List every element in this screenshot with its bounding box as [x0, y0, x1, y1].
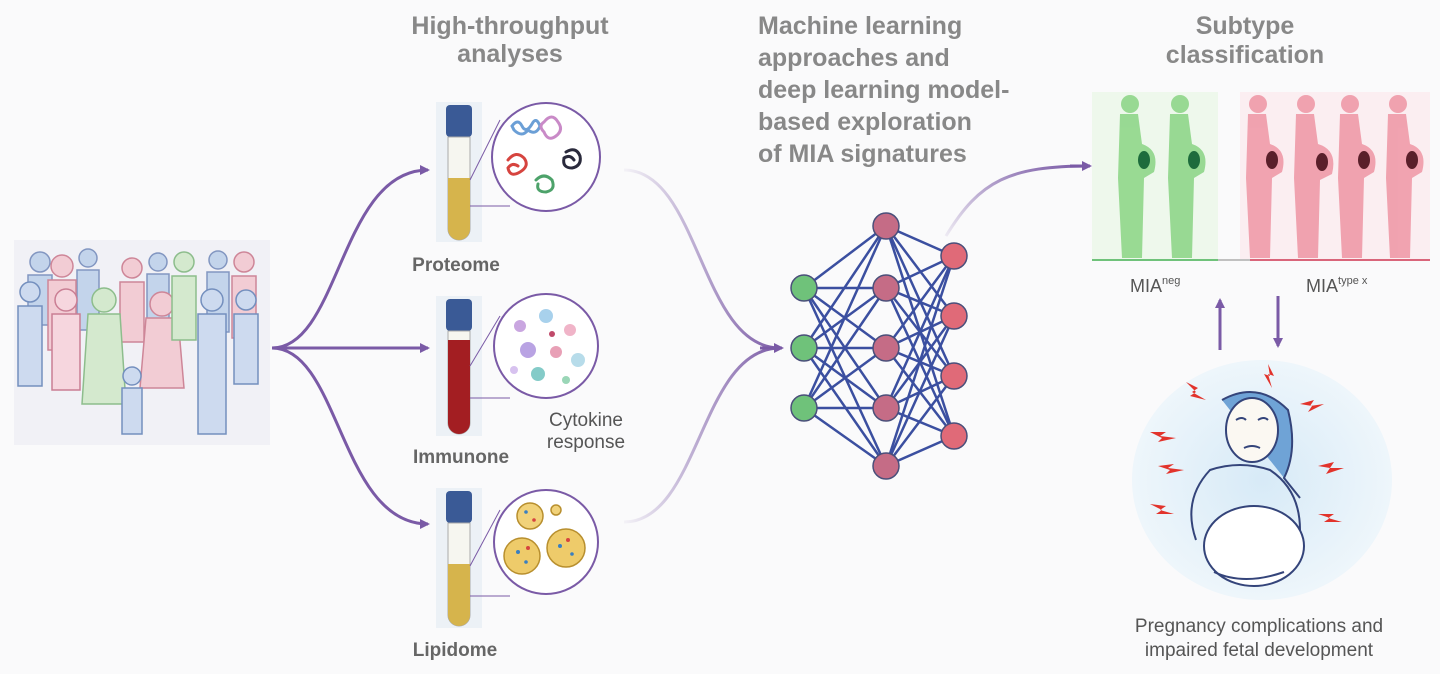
proteome-sample [436, 102, 601, 242]
neural-network-icon [790, 212, 968, 480]
protein-molecules-icon [491, 102, 601, 212]
nn-node [872, 212, 900, 240]
subtype-silhouettes [1092, 92, 1430, 261]
test-tube-icon [446, 491, 472, 627]
h3-line: classification [1166, 41, 1324, 69]
heading-machine-learning: Machine learning approaches and deep learn… [758, 12, 1009, 168]
label-mia-typex: MIAtype x [1306, 275, 1368, 296]
cyt-line: response [547, 432, 625, 453]
nn-edge [803, 406, 887, 468]
branch-arrows [271, 165, 430, 529]
nn-node [872, 274, 900, 302]
lipidome-sample [436, 488, 599, 628]
nn-node [790, 334, 818, 362]
pregnant-woman-icon [1118, 95, 1206, 258]
mia-typex-base: MIA [1306, 276, 1338, 296]
test-tube-icon [446, 299, 472, 435]
outcome-caption: Pregnancy complications and impaired feta… [1135, 616, 1383, 661]
nn-edge [803, 346, 887, 410]
nn-edge [802, 225, 888, 409]
nn-edge [803, 225, 887, 289]
label-lipidome: Lipidome [413, 640, 497, 661]
nn-edge [885, 375, 955, 467]
h2-line: approaches and [758, 44, 950, 72]
nn-node [872, 452, 900, 480]
nn-node [872, 334, 900, 362]
nn-node [940, 242, 968, 270]
outc-line: impaired fetal development [1145, 640, 1374, 661]
cyt-line: Cytokine [549, 410, 623, 431]
arrow-to-proteome [271, 165, 430, 350]
nn-edge [884, 315, 956, 467]
outc-line: Pregnancy complications and [1135, 616, 1383, 637]
arrow-to-lipidome [271, 346, 430, 529]
population-crowd-icon [14, 240, 270, 445]
test-tube-icon [446, 105, 472, 241]
converge-arrows [612, 168, 784, 524]
feedback-arrows [1215, 296, 1283, 350]
nn-edge [884, 255, 956, 409]
nn-edge [884, 255, 956, 349]
h2-line: of MIA signatures [758, 140, 967, 168]
nn-node [940, 422, 968, 450]
label-proteome: Proteome [412, 255, 500, 276]
mia-typex-sup: type x [1338, 275, 1368, 287]
stressed-pregnant-woman-icon [1132, 360, 1392, 600]
nn-node [940, 302, 968, 330]
h2-line: Machine learning [758, 12, 962, 40]
label-immunone: Immunone [413, 447, 509, 468]
label-mia-neg: MIAneg [1130, 275, 1180, 296]
h2-line: based exploration [758, 108, 972, 136]
h2-line: deep learning model- [758, 76, 1009, 104]
arrow-to-subtype [944, 164, 1091, 237]
nn-node [872, 394, 900, 422]
nn-node [940, 362, 968, 390]
nn-edge [802, 225, 888, 349]
nn-edge [802, 287, 888, 409]
pregnant-woman-icon [1246, 95, 1424, 258]
h1-line: High-throughput [411, 12, 609, 40]
mia-neg-sup: neg [1162, 275, 1180, 287]
nn-node [790, 394, 818, 422]
h1-line: analyses [457, 40, 563, 68]
nn-node [790, 274, 818, 302]
mia-neg-base: MIA [1130, 276, 1162, 296]
immunone-sample [436, 293, 599, 436]
h3-line: Subtype [1196, 12, 1295, 40]
nn-edge [884, 255, 956, 467]
